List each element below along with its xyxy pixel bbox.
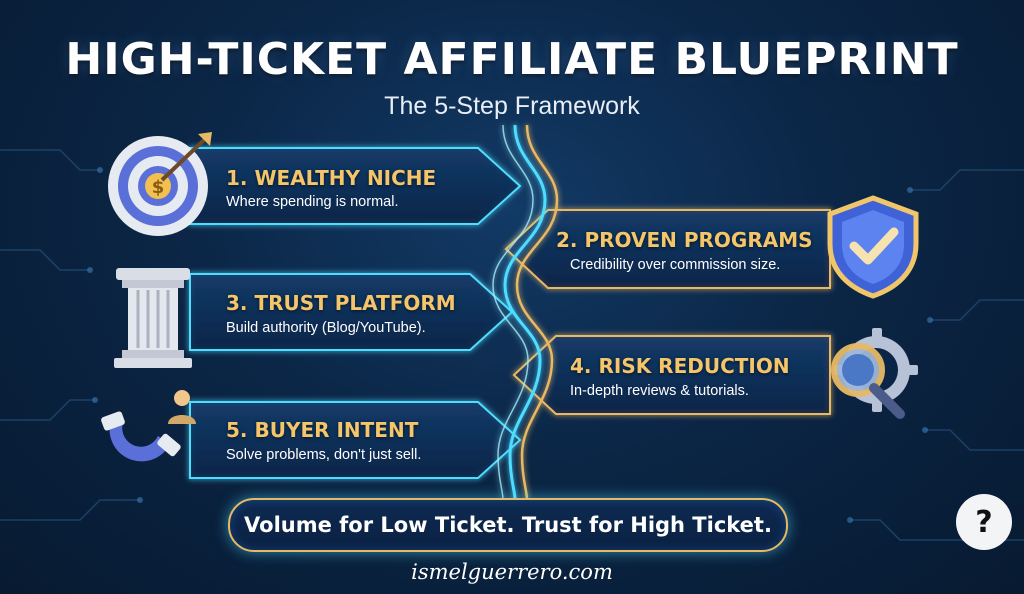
step-3-title: 3. TRUST PLATFORM [226,291,456,315]
summary-banner-text: Volume for Low Ticket. Trust for High Ti… [244,513,772,537]
gear-magnifier-icon [831,328,918,419]
pillar-icon [114,268,192,368]
svg-text:$: $ [152,177,165,198]
step-4-panel [512,335,831,415]
page-title: HIGH-TICKET AFFILIATE BLUEPRINT [65,34,959,85]
step-3-description: Build authority (Blog/YouTube). [226,320,426,336]
step-5-description: Solve problems, don't just sell. [226,447,422,463]
target-dollar-icon: $ [108,132,212,236]
step-5-title: 5. BUYER INTENT [226,418,419,442]
footer-site-link[interactable]: ismelguerrero.com [411,560,613,584]
shield-check-icon [827,195,919,299]
help-button[interactable]: ? [956,494,1012,550]
page-subtitle: The 5-Step Framework [384,92,640,120]
step-5-panel [189,401,522,479]
step-1-description: Where spending is normal. [226,194,399,210]
step-3-panel [189,273,514,351]
step-2-description: Credibility over commission size. [570,257,781,273]
summary-banner: Volume for Low Ticket. Trust for High Ti… [228,498,788,552]
magnet-person-icon [101,390,196,462]
step-2-panel [504,209,831,289]
step-1-title: 1. WEALTHY NICHE [226,166,437,190]
step-2-title: 2. PROVEN PROGRAMS [556,228,813,252]
step-4-title: 4. RISK REDUCTION [570,354,790,378]
step-4-description: In-depth reviews & tutorials. [570,383,749,399]
